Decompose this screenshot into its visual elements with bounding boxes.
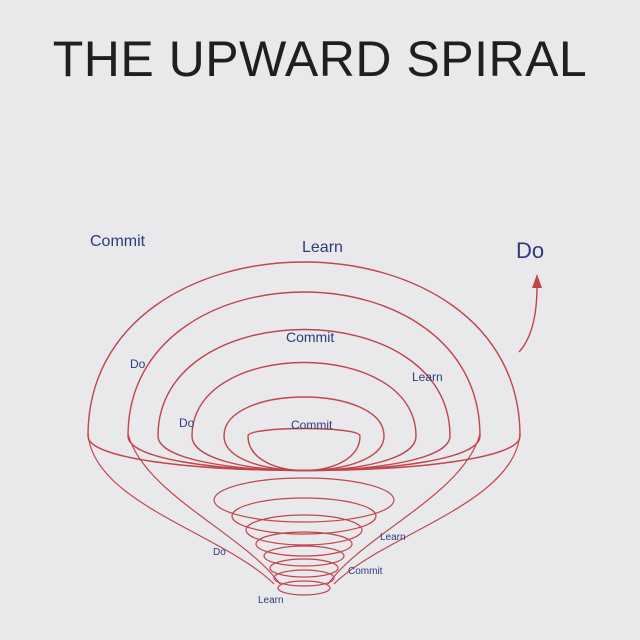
label-commit-2: Commit <box>286 329 335 345</box>
spiral-ring <box>87 261 521 472</box>
funnel-side <box>127 433 281 585</box>
label-do-4: Do <box>213 547 226 558</box>
funnel-ring <box>213 477 395 523</box>
page-title: THE UPWARD SPIRAL <box>52 31 588 87</box>
spiral-ring <box>127 291 481 472</box>
label-do-2: Do <box>130 357 146 371</box>
funnel-side <box>327 433 481 585</box>
funnel-ring <box>273 569 335 587</box>
spiral-ring <box>247 427 361 472</box>
label-commit-3: Commit <box>291 418 333 432</box>
funnel-ring <box>269 558 339 578</box>
label-do-3: Do <box>179 416 195 430</box>
spiral-ring <box>223 396 385 472</box>
spiral-rings <box>87 261 521 472</box>
label-learn-outer: Learn <box>302 239 343 256</box>
label-learn-4: Learn <box>380 532 406 543</box>
funnel-ring <box>277 580 331 596</box>
arrow-head-icon <box>532 274 542 288</box>
label-commit-outer: Commit <box>90 233 146 250</box>
label-commit-4: Commit <box>348 566 383 577</box>
funnel-ring <box>255 531 353 557</box>
spiral-ring <box>157 328 451 472</box>
spiral-ring <box>191 361 417 472</box>
funnel-side <box>333 433 521 585</box>
funnel-ring <box>263 545 345 567</box>
funnel-side <box>87 433 275 585</box>
label-learn-5: Learn <box>258 595 284 606</box>
spiral-funnel <box>87 433 521 596</box>
label-learn-2: Learn <box>412 370 443 384</box>
spiral-arrow-tail <box>518 285 538 353</box>
label-do-arrow: Do <box>516 238 545 263</box>
funnel-ring <box>245 514 363 546</box>
funnel-ring <box>231 497 377 535</box>
